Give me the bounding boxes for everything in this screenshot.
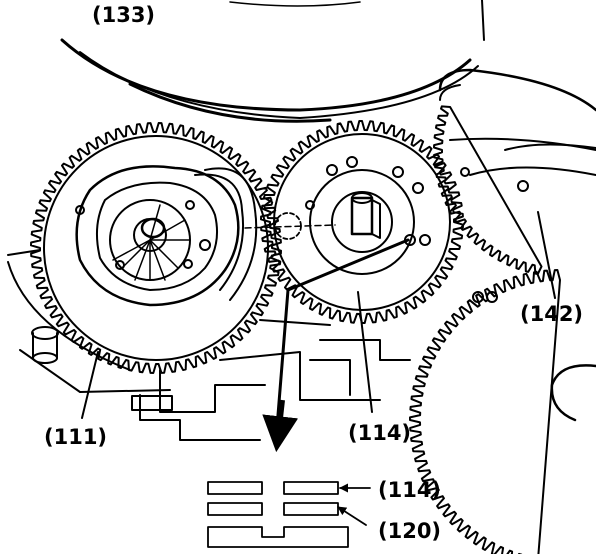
disc-133 [60,0,485,123]
gear-142 [433,68,596,275]
label-133: (133) [92,3,155,27]
leader-lines [81,211,556,419]
mesh-indicator [244,212,336,240]
label-111: (111) [44,425,107,449]
housing-frame [7,249,411,441]
label-114-detail: (114) [378,478,441,502]
section-pointer [262,238,410,453]
label-114: (114) [348,421,411,445]
gear-114 [260,120,464,324]
cross-section-detail [207,481,371,548]
post [31,326,59,364]
label-120-detail: (120) [378,519,441,543]
label-142: (142) [520,302,583,326]
gear-111 [30,122,282,374]
gear-large-right [409,269,596,554]
